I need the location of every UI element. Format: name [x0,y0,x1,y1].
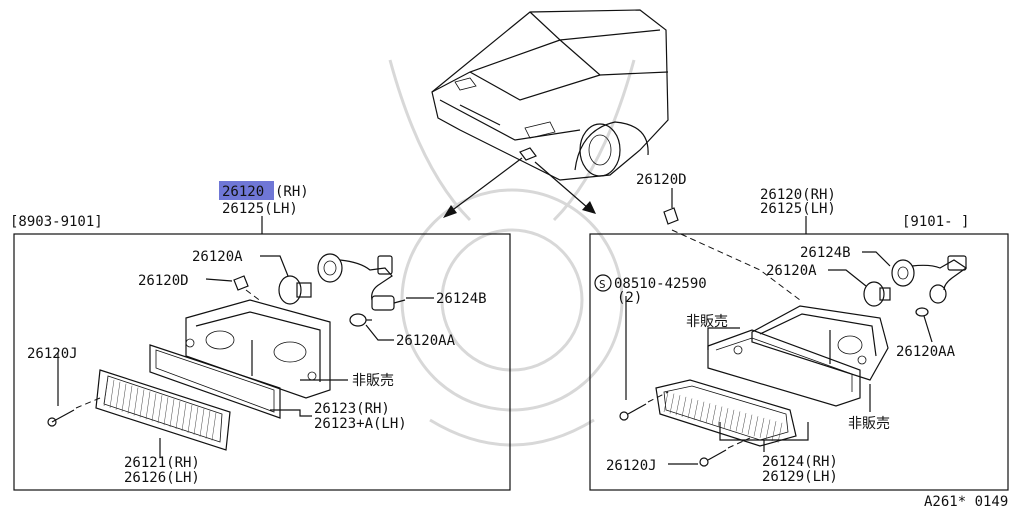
right-panel: 26120D 26120(RH) 26125(LH) [9101- ] [589,172,1009,491]
lens-grid-line [199,408,205,437]
screw-symbol: S [599,278,606,291]
lens-grid-line [181,402,187,431]
lens-icon [95,369,231,451]
lens-grid-line [693,400,699,421]
lens-grid-line [741,413,747,434]
bulb-icon [278,275,312,305]
selected-part-number[interactable]: 26120 [222,184,264,200]
lamp-housing-icon [185,299,331,399]
selected-part-highlight [219,181,274,200]
lens-grid-line [681,396,687,417]
lens-grid-line [723,408,729,429]
lens-grid-line [187,404,193,433]
car-illustration [431,9,669,181]
small-bulb-icon [349,313,372,327]
lh-part-label: 26125(LH) [222,201,298,217]
lens-grid-line [109,379,115,408]
gasket-icon [149,344,281,419]
part-26123-lh[interactable]: 26123+A(LH) [314,416,407,432]
rh-suffix: (RH) [275,184,309,200]
right-part-26129-lh[interactable]: 26129(LH) [762,469,838,485]
lens-grid-line [747,414,753,435]
lens-grid-line [735,411,741,432]
lens-grid-line [759,417,765,438]
right-socket-harness-icon [891,255,968,304]
lens-grid-line [115,381,121,410]
lens-grid-line [175,401,181,430]
left-panel-frame [13,233,511,491]
lens-grid-line [699,401,705,422]
lens-grid-line [771,421,777,442]
clip-icon [233,275,263,303]
right-gasket-icon [707,329,861,407]
right-part-26120-rh[interactable]: 26120(RH) [760,187,836,203]
callout-arrows [443,157,596,218]
screw-icon [47,397,101,427]
lens-grid-line [717,406,723,427]
lens-grid-line [169,399,175,428]
lens-grid-line [151,393,157,422]
part-26126-lh[interactable]: 26126(LH) [124,470,200,486]
lens-grid-line [127,385,133,414]
part-26124B[interactable]: 26124B [436,291,487,307]
watermark [388,59,636,447]
right-bulb-icon [863,281,891,307]
right-screw-icon [619,391,669,421]
right-part-26120D[interactable]: 26120D [636,172,687,188]
right-part-26120J[interactable]: 26120J [606,458,657,474]
right-screw-part[interactable]: 08510-42590 [614,276,707,292]
lens-grid-line [139,389,145,418]
right-part-26120AA[interactable]: 26120AA [896,344,956,360]
right-panel-frame [589,233,1009,491]
lens-grid-line [163,397,169,426]
right-lamp-housing-icon [751,305,889,381]
part-26121-rh[interactable]: 26121(RH) [124,455,200,471]
left-panel: [8903-9101] [10,214,511,491]
right-part-26125-lh[interactable]: 26125(LH) [760,201,836,217]
right-clip-icon [663,207,679,225]
right-not-for-sale-2: 非販売 [848,416,890,432]
right-part-26120A[interactable]: 26120A [766,263,817,279]
lens-grid-line [765,419,771,440]
lens-grid-line [103,377,109,407]
part-26123-rh[interactable]: 26123(RH) [314,401,390,417]
lens-grid-line [753,416,759,437]
lens-grid-line [675,395,681,416]
socket-harness-icon [317,253,406,311]
part-26120D[interactable]: 26120D [138,273,189,289]
right-part-26124B[interactable]: 26124B [800,245,851,261]
lens-grid-line [687,398,693,419]
right-screw-icon-2 [699,437,751,467]
screw-symbol-circle [594,274,612,292]
right-part-26124-rh[interactable]: 26124(RH) [762,454,838,470]
left-date-range: [8903-9101] [10,214,103,230]
lens-grid-line [705,403,711,424]
not-for-sale-label: 非販売 [352,373,394,389]
right-lens-icon [655,379,797,447]
lens-grid-line [669,393,675,414]
right-not-for-sale-1: 非販売 [686,314,728,330]
lens-grid-line [663,391,669,413]
lens-grid-line [193,406,199,435]
lens-grid-line [133,387,139,416]
lens-grid-line [121,383,127,412]
lens-grid-line [729,409,735,430]
lens-grid-line [145,391,151,420]
lens-grid-line [205,410,211,439]
lens-grid-line [211,412,217,441]
part-26120A[interactable]: 26120A [192,249,243,265]
part-26120J[interactable]: 26120J [27,346,78,362]
figure-code: A261* 0149 [924,494,1008,510]
lens-grid-line [711,404,717,426]
lens-grid-line [157,395,163,424]
right-date-range: [9101- ] [902,214,969,230]
right-screw-qty: (2) [617,290,642,306]
right-small-bulb-icon [915,307,929,317]
part-26120AA[interactable]: 26120AA [396,333,456,349]
